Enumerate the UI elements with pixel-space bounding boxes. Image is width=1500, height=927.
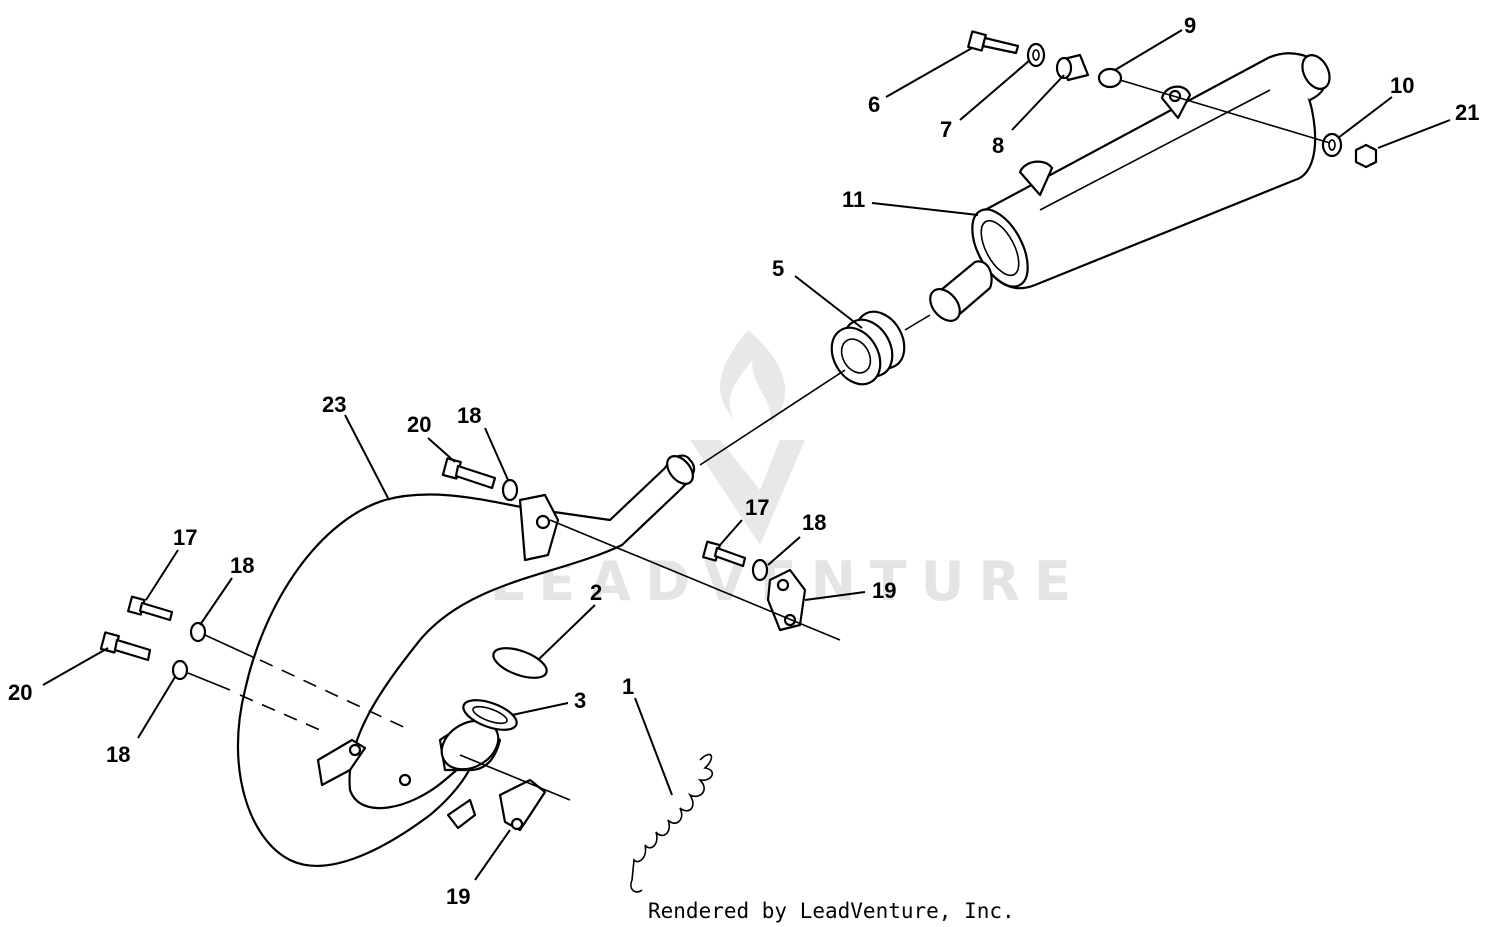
callout-11: 11 bbox=[842, 187, 865, 212]
bolt-17-left bbox=[127, 595, 174, 622]
callout-6: 6 bbox=[868, 92, 880, 117]
callout-2: 2 bbox=[590, 580, 602, 605]
watermark-logo bbox=[690, 330, 805, 545]
spring-1 bbox=[630, 753, 714, 893]
gasket-3 bbox=[462, 699, 518, 731]
callout-8: 8 bbox=[992, 133, 1004, 158]
callout-18-right: 18 bbox=[802, 510, 826, 535]
callout-7: 7 bbox=[940, 117, 952, 142]
callout-18-left-lower: 18 bbox=[106, 742, 130, 767]
callout-21: 21 bbox=[1455, 100, 1479, 125]
muffler bbox=[929, 52, 1331, 322]
callout-17-right: 17 bbox=[745, 495, 769, 520]
bracket-19-lower bbox=[498, 778, 547, 832]
expansion-chamber bbox=[236, 454, 696, 867]
nut-21 bbox=[1354, 143, 1378, 169]
centerline-left-lower bbox=[239, 694, 321, 731]
washer-7 bbox=[1026, 42, 1046, 68]
washer-18-right bbox=[751, 558, 769, 582]
bolt-6 bbox=[967, 30, 1020, 55]
gasket-2 bbox=[492, 647, 548, 679]
callout-18-left-upper: 18 bbox=[230, 553, 254, 578]
callout-19-right: 19 bbox=[872, 578, 896, 603]
exhaust-seal bbox=[830, 310, 906, 386]
bolt-20-upper bbox=[441, 457, 497, 490]
bolt-17-right bbox=[702, 540, 747, 568]
centerline-mount-rear bbox=[1119, 79, 1331, 144]
bolt-20-left bbox=[99, 631, 152, 662]
centerline-right-mount bbox=[549, 519, 841, 641]
centerline-left-upper bbox=[259, 659, 411, 731]
washer-18-left-lower bbox=[171, 659, 189, 681]
callout-3: 3 bbox=[574, 688, 586, 713]
callout-9: 9 bbox=[1184, 13, 1196, 38]
centerline-muffler-seal bbox=[699, 369, 846, 466]
washer-18-upper bbox=[501, 478, 519, 502]
callout-20-upper: 20 bbox=[407, 412, 431, 437]
washer-10 bbox=[1321, 132, 1343, 158]
callout-1: 1 bbox=[622, 674, 634, 699]
callout-10: 10 bbox=[1390, 73, 1414, 98]
callout-18-upper: 18 bbox=[457, 403, 481, 428]
collar-9 bbox=[1097, 67, 1123, 89]
credit-text: Rendered by LeadVenture, Inc. bbox=[648, 899, 1015, 923]
callout-19-lower: 19 bbox=[446, 884, 470, 909]
callout-20-left: 20 bbox=[8, 680, 32, 705]
washer-18-left-upper bbox=[189, 621, 207, 643]
callout-17-left: 17 bbox=[173, 525, 197, 550]
callout-23: 23 bbox=[322, 392, 346, 417]
callout-5: 5 bbox=[772, 256, 784, 281]
